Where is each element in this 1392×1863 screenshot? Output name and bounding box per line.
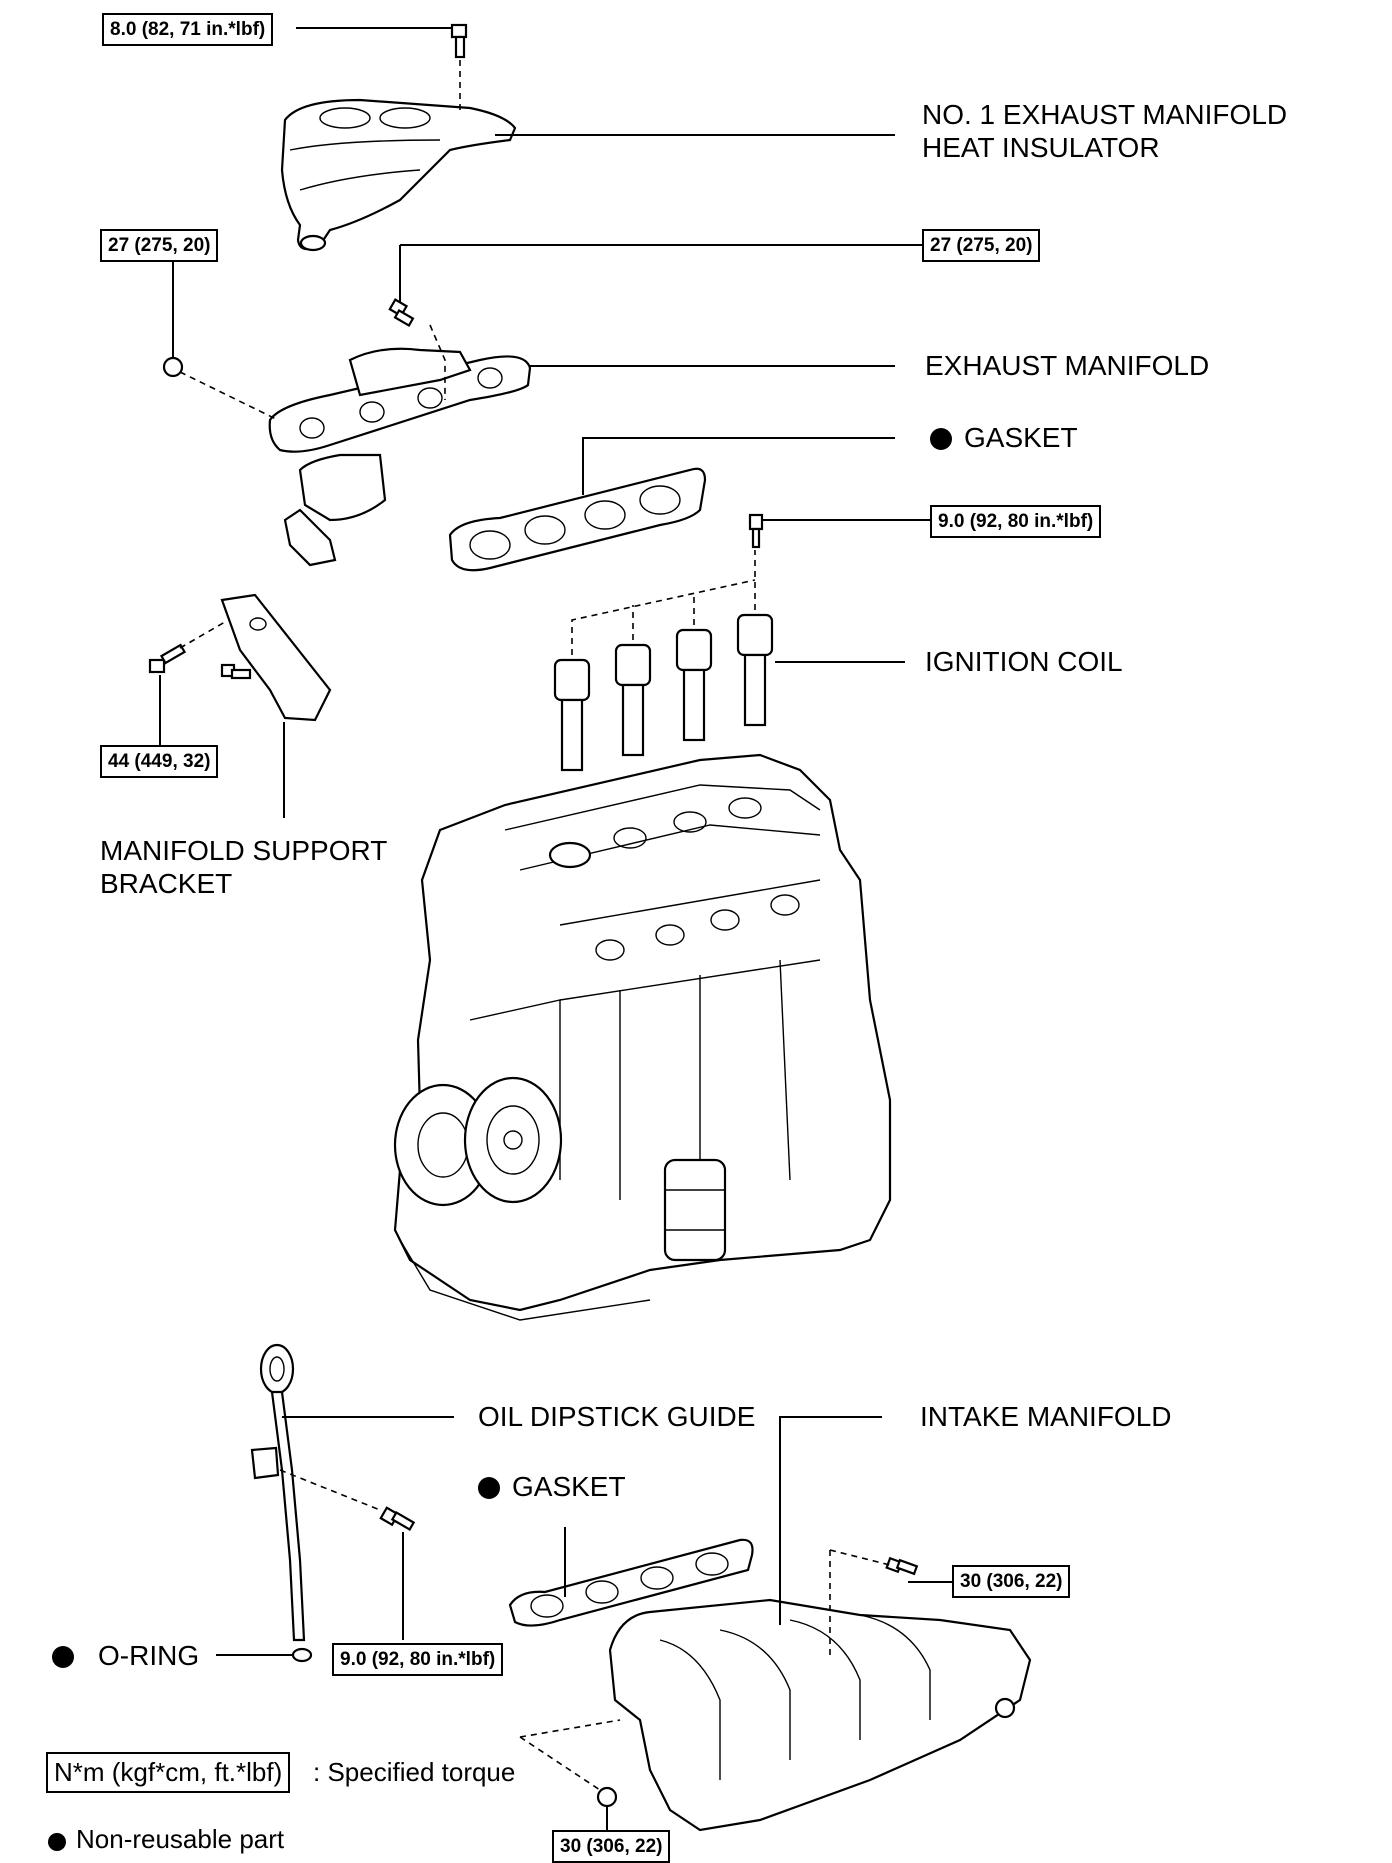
non-reusable-dot-icon bbox=[52, 1646, 74, 1668]
bracket-label: MANIFOLD SUPPORT BRACKET bbox=[100, 834, 387, 900]
torque-intake-nut: 30 (306, 22) bbox=[552, 1830, 671, 1863]
intake-manifold-label: INTAKE MANIFOLD bbox=[920, 1401, 1172, 1432]
ignition-coil-drawing bbox=[553, 513, 774, 772]
bracket-label-line2: BRACKET bbox=[100, 868, 233, 899]
heat-insulator-label-line2: HEAT INSULATOR bbox=[922, 132, 1160, 163]
ignition-coil-label: IGNITION COIL bbox=[925, 646, 1123, 677]
intake-gasket-text: GASKET bbox=[512, 1471, 626, 1502]
torque-intake-bolt: 30 (306, 22) bbox=[952, 1565, 1071, 1598]
bracket-drawing bbox=[148, 593, 332, 722]
exhaust-gasket-text: GASKET bbox=[964, 422, 1078, 453]
torque-manifold-bolt: 27 (275, 20) bbox=[922, 229, 1041, 262]
torque-dipstick-bolt: 9.0 (92, 80 in.*lbf) bbox=[332, 1643, 504, 1676]
torque-coil-bolt: 9.0 (92, 80 in.*lbf) bbox=[930, 505, 1102, 538]
intake-gasket-drawing bbox=[508, 1538, 754, 1627]
exhaust-manifold-drawing bbox=[162, 298, 532, 567]
intake-manifold-drawing bbox=[596, 1556, 1032, 1832]
dipstick-guide-drawing bbox=[250, 1343, 416, 1663]
non-reusable-dot-icon bbox=[478, 1477, 500, 1499]
bracket-label-line1: MANIFOLD SUPPORT bbox=[100, 835, 388, 866]
exhaust-gasket-label: GASKET bbox=[930, 421, 1078, 454]
exhaust-manifold-label: EXHAUST MANIFOLD bbox=[925, 350, 1210, 381]
exhaust-gasket-drawing bbox=[448, 467, 707, 572]
engine-block-drawing bbox=[393, 753, 892, 1321]
heat-insulator-label-line1: NO. 1 EXHAUST MANIFOLD bbox=[922, 99, 1288, 130]
heat-insulator-label: NO. 1 EXHAUST MANIFOLD HEAT INSULATOR bbox=[922, 98, 1287, 164]
legend-non-reusable: Non-reusable part bbox=[48, 1824, 284, 1855]
legend-torque-desc: : Specified torque bbox=[313, 1757, 516, 1787]
non-reusable-dot-icon bbox=[930, 428, 952, 450]
legend-non-reusable-text: Non-reusable part bbox=[76, 1824, 285, 1854]
intake-gasket-label: GASKET bbox=[478, 1470, 626, 1503]
legend-torque-box: N*m (kgf*cm, ft.*lbf) bbox=[46, 1752, 291, 1793]
non-reusable-dot-icon bbox=[48, 1833, 66, 1851]
torque-insulator-bolt: 8.0 (82, 71 in.*lbf) bbox=[102, 13, 274, 46]
torque-bracket-bolt: 44 (449, 32) bbox=[100, 745, 219, 778]
heat-insulator-drawing bbox=[280, 23, 517, 252]
torque-manifold-nut: 27 (275, 20) bbox=[100, 229, 219, 262]
oil-dipstick-guide-label: OIL DIPSTICK GUIDE bbox=[478, 1401, 756, 1432]
o-ring-label: O-RING bbox=[52, 1639, 199, 1672]
o-ring-text: O-RING bbox=[98, 1640, 200, 1671]
